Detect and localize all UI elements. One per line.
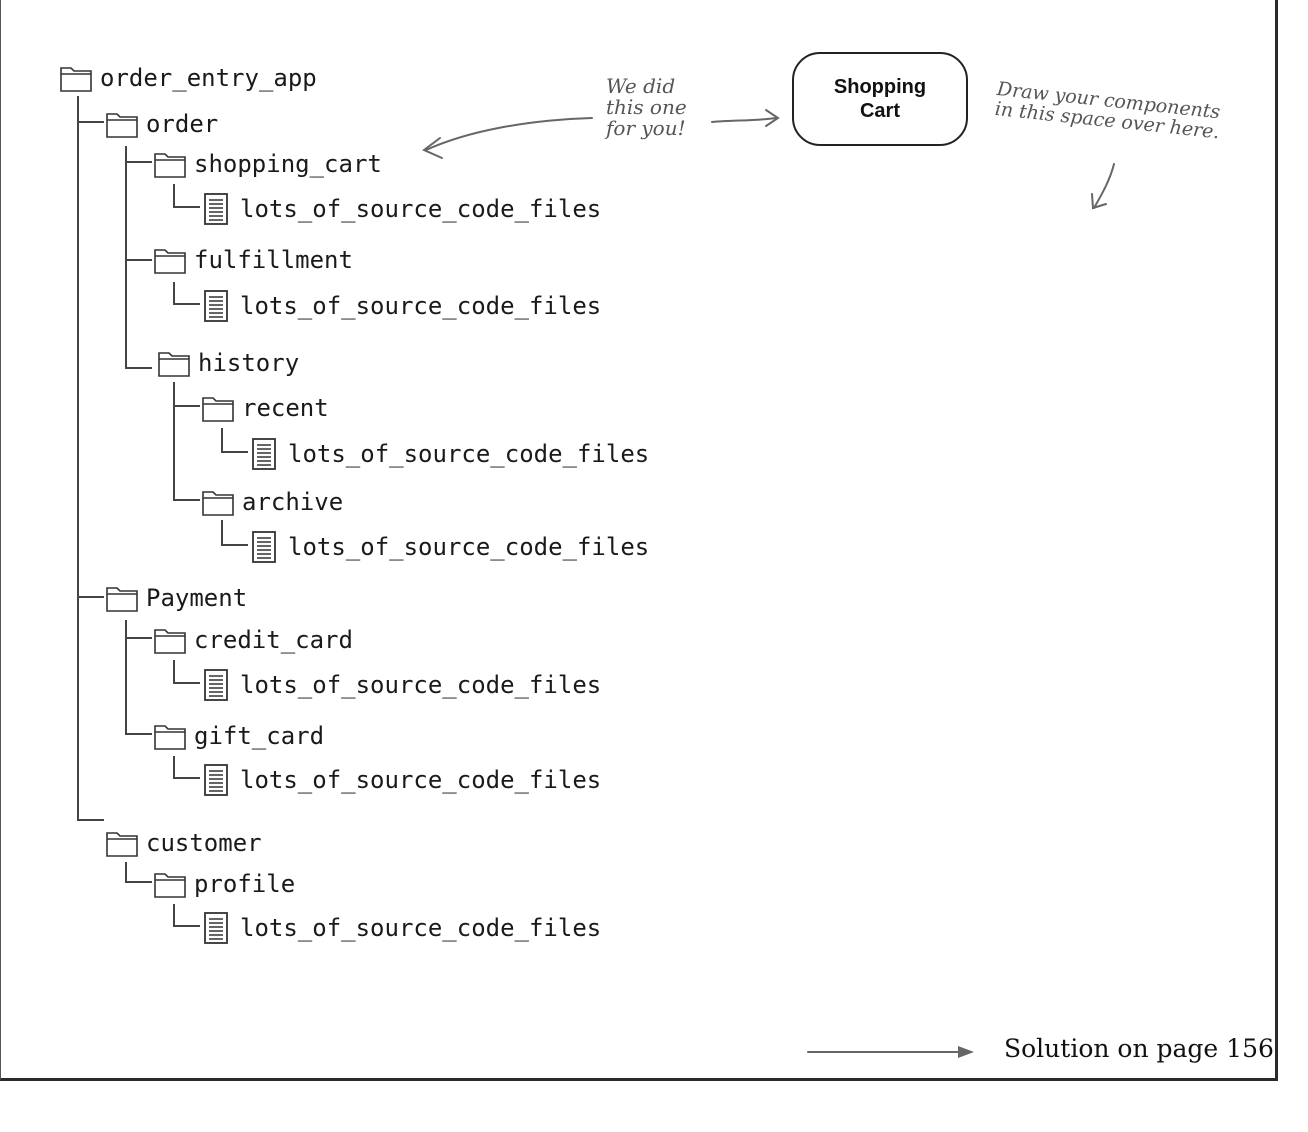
folder-icon bbox=[202, 397, 234, 422]
folder-icon bbox=[154, 629, 186, 654]
solution-reference: Solution on page 156 bbox=[1004, 1034, 1274, 1063]
folder-icon bbox=[154, 249, 186, 274]
folder-recent: recent bbox=[200, 390, 329, 426]
folder-icon bbox=[106, 832, 138, 857]
file-archive-sources: lots_of_source_code_files bbox=[246, 529, 649, 565]
file-label: lots_of_source_code_files bbox=[240, 195, 602, 223]
file-label: lots_of_source_code_files bbox=[240, 914, 602, 942]
note-line: We did bbox=[606, 74, 676, 98]
folder-gift-card: gift_card bbox=[152, 718, 324, 754]
folder-label: archive bbox=[242, 488, 344, 516]
note-line: this one bbox=[606, 95, 687, 119]
file-fulfillment-sources: lots_of_source_code_files bbox=[198, 288, 601, 324]
folder-order-entry-app: order_entry_app bbox=[58, 60, 317, 96]
file-gift-card-sources: lots_of_source_code_files bbox=[198, 762, 601, 798]
folder-label: shopping_cart bbox=[194, 150, 382, 178]
folder-label: Payment bbox=[146, 584, 248, 612]
handwritten-note-did-this-one: We did this one for you! bbox=[606, 76, 687, 139]
folder-profile: profile bbox=[152, 866, 295, 902]
folder-icon bbox=[154, 725, 186, 750]
folder-icon bbox=[154, 873, 186, 898]
folder-label: recent bbox=[242, 394, 329, 422]
folder-label: fulfillment bbox=[194, 246, 353, 274]
folder-label: customer bbox=[146, 829, 262, 857]
folder-icon bbox=[202, 491, 234, 516]
file-label: lots_of_source_code_files bbox=[288, 440, 650, 468]
component-label: Shopping Cart bbox=[833, 76, 927, 122]
folder-customer: customer bbox=[104, 825, 262, 861]
file-icon bbox=[204, 912, 228, 944]
folder-icon bbox=[60, 67, 92, 92]
folder-label: profile bbox=[194, 870, 296, 898]
folder-label: gift_card bbox=[194, 722, 325, 750]
file-profile-sources: lots_of_source_code_files bbox=[198, 910, 601, 946]
file-icon bbox=[204, 669, 228, 701]
component-box-shopping-cart: Shopping Cart bbox=[792, 52, 968, 146]
file-recent-sources: lots_of_source_code_files bbox=[246, 436, 649, 472]
folder-icon bbox=[106, 587, 138, 612]
note-line: for you! bbox=[606, 116, 686, 140]
file-icon bbox=[204, 193, 228, 225]
file-icon bbox=[252, 438, 276, 470]
folder-icon bbox=[106, 113, 138, 138]
folder-shopping-cart: shopping_cart bbox=[152, 146, 382, 182]
folder-label: history bbox=[198, 349, 300, 377]
folder-fulfillment: fulfillment bbox=[152, 242, 353, 278]
file-label: lots_of_source_code_files bbox=[240, 292, 602, 320]
folder-icon bbox=[158, 352, 190, 377]
folder-archive: archive bbox=[200, 484, 343, 520]
folder-label: order bbox=[146, 110, 219, 138]
file-icon bbox=[252, 531, 276, 563]
page-frame bbox=[0, 0, 1278, 1081]
file-shopping-cart-sources: lots_of_source_code_files bbox=[198, 191, 601, 227]
file-icon bbox=[204, 764, 228, 796]
folder-order: order bbox=[104, 106, 218, 142]
file-icon bbox=[204, 290, 228, 322]
folder-icon bbox=[154, 153, 186, 178]
file-label: lots_of_source_code_files bbox=[240, 766, 602, 794]
file-label: lots_of_source_code_files bbox=[288, 533, 650, 561]
folder-label: credit_card bbox=[194, 626, 353, 654]
folder-history: history bbox=[156, 345, 299, 381]
file-credit-card-sources: lots_of_source_code_files bbox=[198, 667, 601, 703]
folder-payment: Payment bbox=[104, 580, 247, 616]
folder-credit-card: credit_card bbox=[152, 622, 353, 658]
file-label: lots_of_source_code_files bbox=[240, 671, 602, 699]
folder-label: order_entry_app bbox=[100, 64, 317, 92]
